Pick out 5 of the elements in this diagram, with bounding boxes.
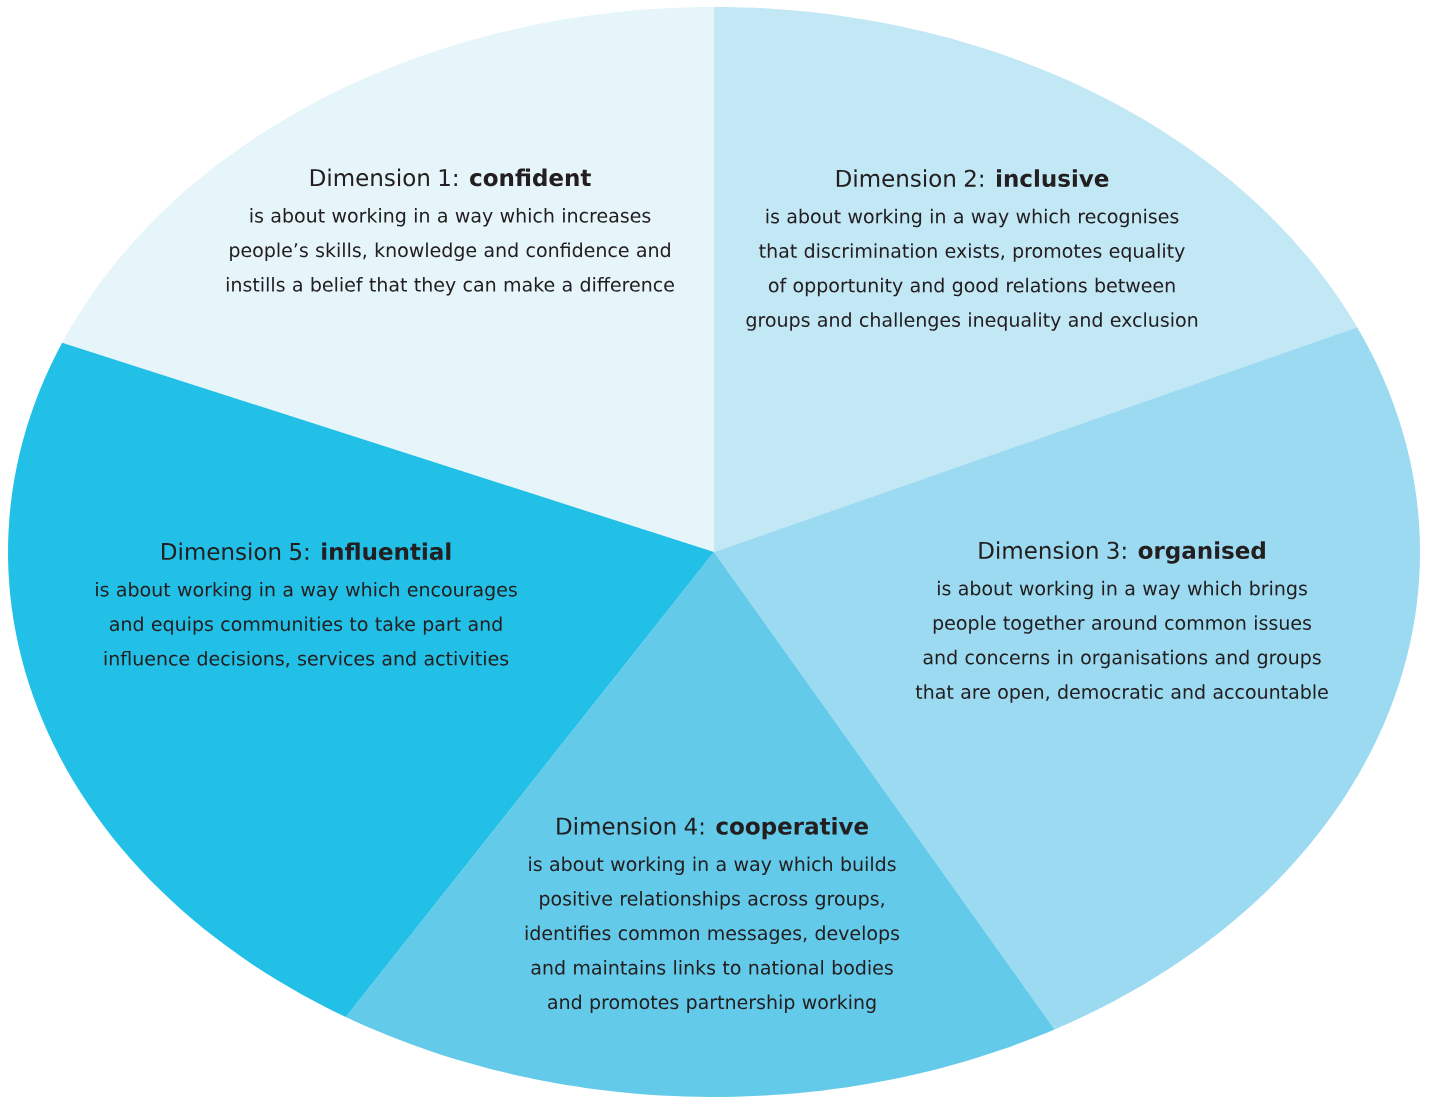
sector-text: Dimension 3: organised is about working in a way which brings people together around common issues and concerns in organisations and groups that are open, democratic and accountable xyxy=(915,541,1328,703)
sector-text: Dimension 2: inclusive is about working in a way which recognises that discrimination exists, promotes equality of opportunity and good relations between groups and challenges inequality and exclusion xyxy=(746,169,1198,331)
sector-text: Dimension 5: influential is about working in a way which encourages and equips communities to take part and influence decisions, services and activities xyxy=(96,542,517,668)
sector-text: Dimension 1: confident is about working in a way which increases people’s skills, knowledge and confidence and instills a belief that they can make a difference xyxy=(226,168,674,296)
sector-text: Dimension 4: cooperative is about working in a way which builds positive relationships across groups, identifies common messages, develops and maintains links to national bodies and promotes partnership working xyxy=(525,817,900,1013)
